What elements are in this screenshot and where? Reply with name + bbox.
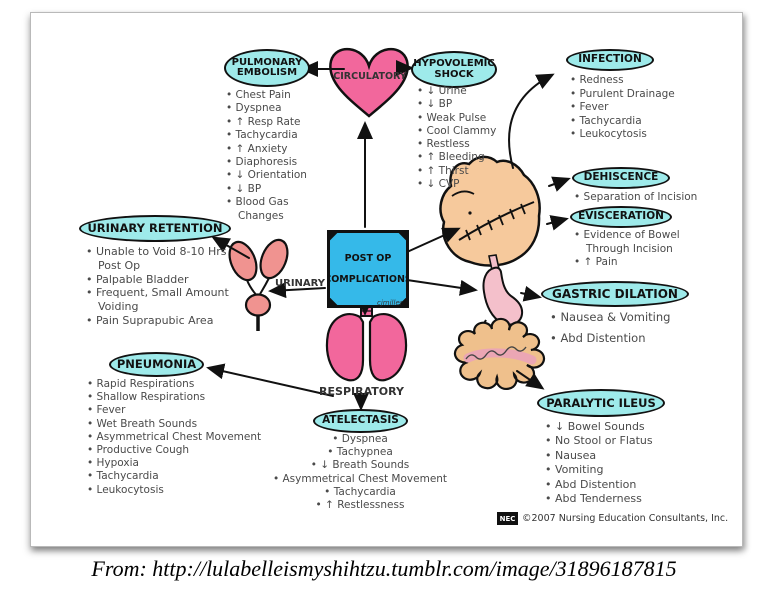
list-item: • Dyspnea	[332, 433, 388, 445]
list-item: • Evidence of Bowel Through Incision	[574, 229, 680, 255]
list-item: • Separation of Incision	[574, 191, 698, 203]
list-item: • ↓ BP	[417, 98, 453, 111]
list-item: • ↓ Bowel Sounds	[545, 420, 645, 433]
list-pulmonary-embolism: • Chest Pain• Dyspnea• ↑ Resp Rate• Tach…	[221, 89, 333, 223]
list-item: • ↑ Bleeding	[417, 151, 485, 164]
list-item: • Fever	[87, 404, 126, 417]
copyright-text: ©2007 Nursing Education Consultants, Inc…	[522, 513, 729, 524]
list-item: • ↑ Resp Rate	[226, 115, 301, 128]
list-item: • Weak Pulse	[417, 111, 487, 124]
bubble-pneumonia: PNEUMONIA	[109, 352, 204, 377]
box-corner-decoration	[330, 295, 340, 305]
list-item: • ↓ CVP	[417, 178, 460, 191]
bubble-atelectasis: ATELECTASIS	[313, 409, 408, 433]
artist-signature: cjmiller	[377, 299, 403, 307]
bubble-pulmonary-embolism: PULMONARY EMBOLISM	[224, 49, 310, 87]
list-item: • Hypoxia	[87, 457, 139, 470]
list-item: • Shallow Respirations	[87, 391, 206, 404]
list-item: • Nausea & Vomiting	[550, 310, 671, 324]
list-item: • Dyspnea	[226, 102, 282, 115]
list-item: • Vomiting	[545, 463, 604, 477]
copyright-row: NEC ©2007 Nursing Education Consultants,…	[497, 512, 728, 525]
list-item: • Tachypnea	[327, 446, 393, 459]
list-atelectasis: • Dyspnea• Tachypnea• ↓ Breath Sounds• A…	[256, 433, 464, 512]
list-item: • No Stool or Flatus	[545, 434, 653, 448]
list-item: • Nausea	[545, 448, 597, 462]
list-item: • Blood Gas Changes	[226, 196, 289, 222]
bubble-paralytic-ileus: PARALYTIC ILEUS	[537, 389, 665, 417]
label-respiratory: RESPIRATORY	[319, 385, 404, 398]
list-evisceration: • Evidence of Bowel Through Incision• ↑ …	[569, 229, 697, 270]
list-urinary-retention: • Unable to Void 8-10 Hrs Post Op• Palpa…	[81, 245, 239, 328]
box-corner-decoration	[396, 233, 406, 243]
bubble-urinary-retention: URINARY RETENTION	[79, 215, 231, 242]
list-item: • Tachycardia	[226, 129, 298, 142]
list-item: • ↓ Orientation	[226, 169, 307, 182]
list-item: • ↑ Restlessness	[315, 499, 405, 512]
list-item: • Abd Distention	[545, 477, 637, 491]
source-caption: From: http://lulabelleismyshihtzu.tumblr…	[91, 556, 677, 581]
center-box-line2: COMPLICATIONS	[327, 274, 409, 285]
list-item: • Asymmetrical Chest Movement	[272, 472, 448, 485]
list-item: • Restless	[417, 138, 470, 151]
label-urinary: URINARY	[275, 278, 326, 289]
list-item: • Leukocytosis	[87, 483, 164, 496]
list-item: • Asymmetrical Chest Movement	[87, 430, 262, 443]
list-item: • ↑ Anxiety	[226, 142, 288, 155]
list-item: • Abd Distention	[550, 331, 646, 345]
bubble-gastric-dilation: GASTRIC DILATION	[541, 281, 689, 307]
nec-logo: NEC	[497, 512, 518, 525]
list-item: • ↑ Thirst	[417, 164, 469, 177]
list-hypovolemic-shock: • ↓ Urine• ↓ BP• Weak Pulse• Cool Clammy…	[412, 85, 512, 191]
list-item: • Frequent, Small Amount Voiding	[86, 286, 229, 314]
list-item: • Diaphoresis	[226, 156, 298, 169]
list-item: • Leukocytosis	[570, 128, 647, 141]
list-item: • ↓ Breath Sounds	[310, 459, 410, 472]
list-item: • Redness	[570, 74, 624, 86]
bubble-infection: INFECTION	[566, 49, 654, 71]
list-item: • Palpable Bladder	[86, 272, 189, 286]
list-item: • Tachycardia	[324, 485, 396, 498]
list-item: • ↓ Urine	[417, 85, 467, 97]
list-pneumonia: • Rapid Respirations• Shallow Respiratio…	[82, 378, 287, 497]
list-item: • ↓ BP	[226, 182, 262, 195]
list-gastric-dilation: • Nausea & Vomiting • Abd Distention	[545, 307, 695, 349]
list-item: • Rapid Respirations	[87, 378, 195, 390]
list-item: • Purulent Drainage	[570, 87, 675, 100]
center-box-line1: POST OP	[344, 253, 392, 264]
list-item: • Wet Breath Sounds	[87, 417, 198, 430]
list-item: • Chest Pain	[226, 89, 291, 101]
bubble-hypovolemic-shock: HYPOVOLEMIC SHOCK	[411, 51, 497, 88]
center-topic-box: POST OP COMPLICATIONS	[327, 230, 409, 308]
list-item: • Fever	[570, 101, 609, 114]
list-item: • Productive Cough	[87, 444, 190, 457]
list-item: • Tachycardia	[87, 470, 159, 483]
list-item: • Pain Suprapubic Area	[86, 313, 214, 327]
list-item: • Tachycardia	[570, 114, 642, 127]
list-item: • ↑ Pain	[574, 256, 618, 268]
list-item: • Cool Clammy	[417, 124, 497, 137]
list-item: • Abd Tenderness	[545, 492, 642, 506]
label-circulatory: CIRCULATORY	[333, 71, 407, 82]
list-dehiscence: • Separation of Incision	[569, 191, 734, 205]
list-item: • Unable to Void 8-10 Hrs Post Op	[86, 245, 227, 272]
bubble-dehiscence: DEHISCENCE	[572, 167, 670, 189]
box-corner-decoration	[330, 233, 340, 243]
list-infection: • Redness• Purulent Drainage• Fever• Tac…	[565, 74, 705, 142]
list-paralytic-ileus: • ↓ Bowel Sounds• No Stool or Flatus• Na…	[540, 420, 685, 506]
bubble-evisceration: EVISCERATION	[570, 206, 672, 228]
